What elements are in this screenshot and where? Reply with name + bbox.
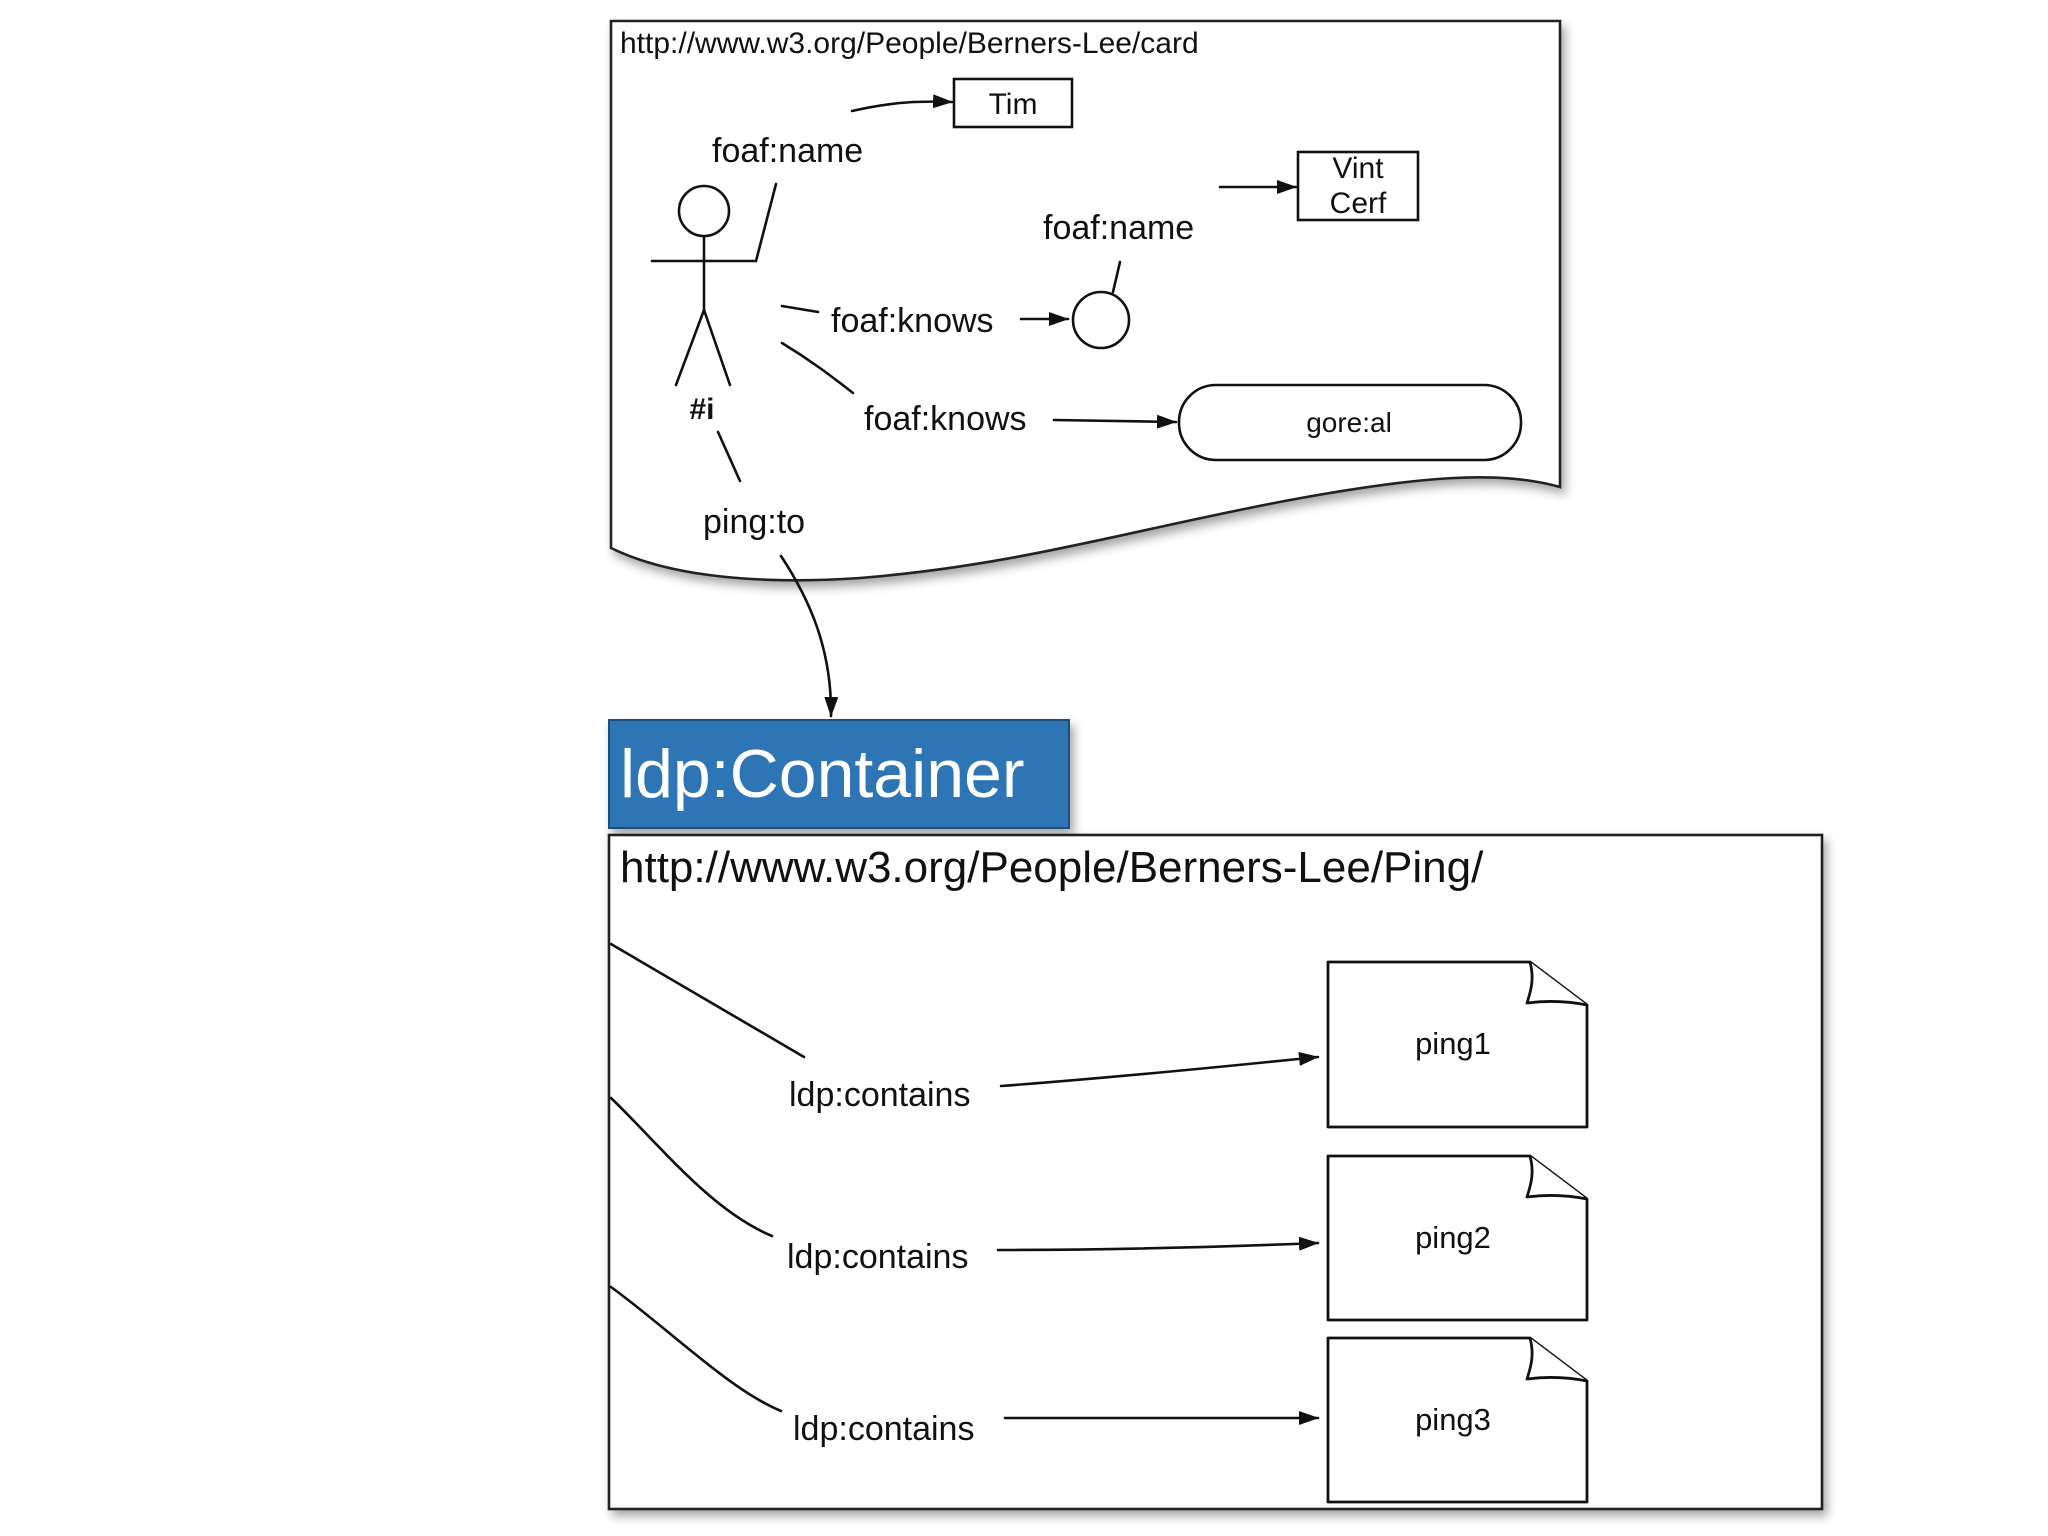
ping-label-1: ping1 <box>1415 1026 1491 1061</box>
edge-name-arrow <box>850 94 954 113</box>
friend-name-predicate-label: foaf:name <box>1043 209 1194 247</box>
contains-label-3: ldp:contains <box>793 1410 974 1448</box>
edge-knows2-arrow <box>1052 414 1178 429</box>
document-fold <box>1525 1155 1588 1201</box>
literal-tim: Tim <box>989 88 1038 121</box>
card-url: http://www.w3.org/People/Berners-Lee/car… <box>620 27 1199 60</box>
ping-document-2: ping2 <box>1326 1154 1589 1322</box>
edge-ping-lead <box>716 430 742 483</box>
subject-label: #i <box>689 393 714 426</box>
contains-label-2: ldp:contains <box>787 1238 968 1276</box>
resource-gore-label: gore:al <box>1306 407 1392 438</box>
container-url: http://www.w3.org/People/Berners-Lee/Pin… <box>620 843 1484 892</box>
literal-vint: Vint <box>1332 152 1384 185</box>
literal-box-tim <box>952 77 1074 129</box>
contains-label-1: ldp:contains <box>789 1076 970 1114</box>
container-tag-label: ldp:Container <box>620 736 1024 812</box>
ping-label-2: ping2 <box>1415 1220 1491 1255</box>
resource-node-gore <box>1177 383 1523 462</box>
edge-name-lead <box>754 182 778 263</box>
ping-predicate-label: ping:to <box>703 503 805 541</box>
edge-contains1-lead <box>609 942 806 1059</box>
document-icon <box>1326 960 1589 1129</box>
ping-document-3: ping3 <box>1326 1336 1589 1504</box>
blank-node-circle <box>1071 290 1131 350</box>
literal-box-vint-cerf <box>1296 150 1420 222</box>
ping-document-1: ping1 <box>1326 960 1589 1129</box>
ldp-container: ldp:Container http://www.w3.org/People/B… <box>607 719 1824 1511</box>
document-icon <box>1326 1154 1589 1322</box>
edge-ping-arrow <box>779 554 839 718</box>
edge-knows1-lead <box>780 304 820 314</box>
knows-predicate-label-2: foaf:knows <box>864 400 1027 438</box>
edge-contains1-arrow <box>999 1051 1320 1088</box>
edge-contains3-lead <box>609 1285 783 1413</box>
knows-predicate-label-1: foaf:knows <box>831 302 994 340</box>
document-fold <box>1525 1337 1588 1383</box>
card-document-shape <box>609 19 1562 582</box>
name-predicate-label: foaf:name <box>712 132 863 170</box>
container-box <box>607 833 1824 1511</box>
document-fold <box>1525 961 1588 1007</box>
edge-contains2-arrow <box>996 1236 1320 1252</box>
edge-friend-name-lead <box>1111 260 1122 294</box>
literal-cerf: Cerf <box>1330 187 1387 220</box>
container-tag <box>608 719 1070 829</box>
edge-contains2-lead <box>609 1096 774 1238</box>
document-icon <box>1326 1336 1589 1504</box>
edge-knows2-lead <box>780 341 855 395</box>
person-icon <box>650 184 758 387</box>
ping-label-3: ping3 <box>1415 1402 1491 1437</box>
profile-card-document: http://www.w3.org/People/Berners-Lee/car… <box>609 19 1562 582</box>
